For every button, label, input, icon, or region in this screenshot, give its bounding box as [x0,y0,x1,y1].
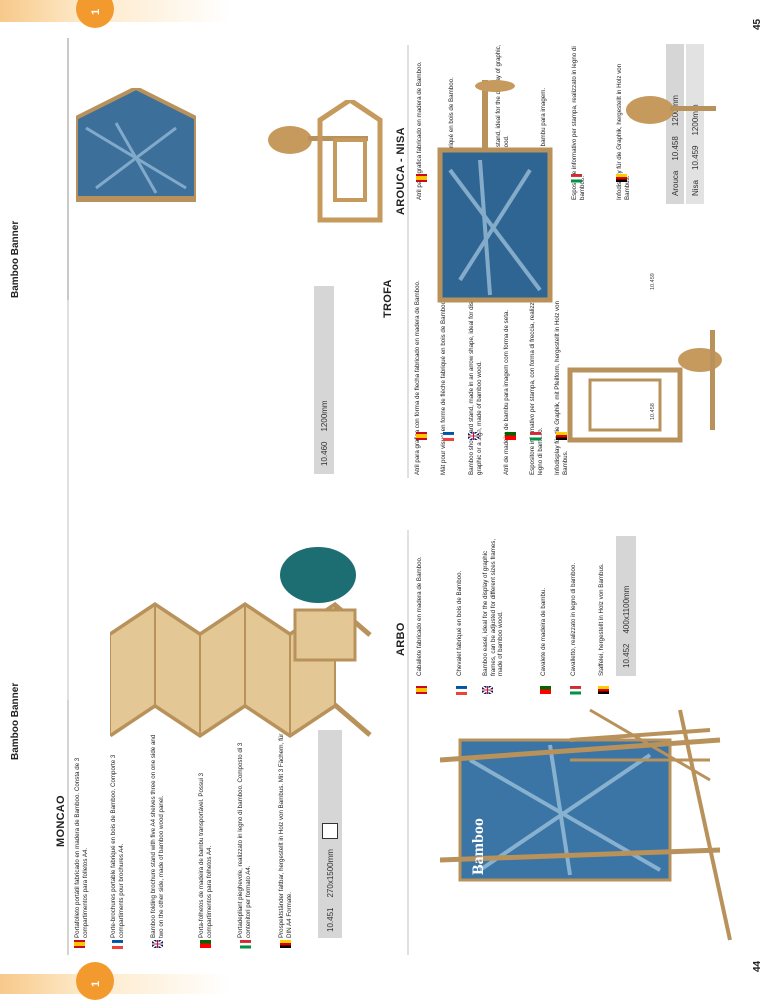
flag-uk-icon [467,431,480,441]
arbo-it: Cavalletto, realizzato in legno di bambo… [570,562,577,676]
arbo-banner-text: Bamboo [470,818,487,875]
arbo-easel-small-image [570,708,711,782]
flag-pt-icon-3 [200,940,211,948]
flag-fr-icon-4 [455,686,468,695]
trofa-side-frame-image [317,100,383,223]
flag-es-icon-2 [416,174,427,182]
moncao-product-image [110,601,372,739]
flag-fr-icon [442,432,455,441]
flag-uk-icon-4 [481,685,494,695]
flag-es-icon-4 [416,686,427,694]
bottom-band [0,974,768,994]
arbo-title: ARBO [395,622,407,656]
flag-it-icon-2 [570,174,583,183]
arbo-code-pill: 10.452 400x1100mm [616,536,636,676]
arouca-base-image [626,96,716,124]
trofa-product-image [76,88,196,202]
arbo-code: 10.452 [621,643,631,668]
arbo-product-image [440,709,732,941]
arbo-es: Caballete fabricado en madera de Bamboo. [416,556,423,676]
moncao-folded-image [293,608,357,662]
flag-it-icon [529,432,542,441]
moncao-bag-image [280,547,356,603]
flag-pt-icon-4 [540,686,551,694]
arbo-de: Staffelei, hergestellt in Holz von Bambu… [598,563,605,676]
flag-pt-icon [505,432,516,440]
flag-it-icon-3 [239,940,252,949]
flag-de-icon-3 [280,940,291,948]
flag-de-icon-2 [616,174,627,182]
flag-de-icon-4 [598,686,609,694]
flag-it-icon-4 [569,686,582,695]
arbo-fr: Chevalet fabriqué en bois de Bamboo. [456,570,463,676]
flag-fr-icon-3 [111,940,124,949]
top-band [0,0,768,22]
arbo-pt: Cavalete de madeira de bambu. [540,587,547,676]
nisa-base-image [678,330,722,430]
flag-es-icon-3 [74,940,85,948]
arbo-en: Bamboo easel, ideal for the display of g… [482,538,505,676]
nisa-product-image [567,367,683,443]
arbo-size: 400x1100mm [621,585,631,634]
flag-de-icon [556,432,567,440]
flag-es-icon [416,432,427,440]
flag-uk-icon-3 [151,939,164,949]
arouca-product-image [437,80,553,303]
